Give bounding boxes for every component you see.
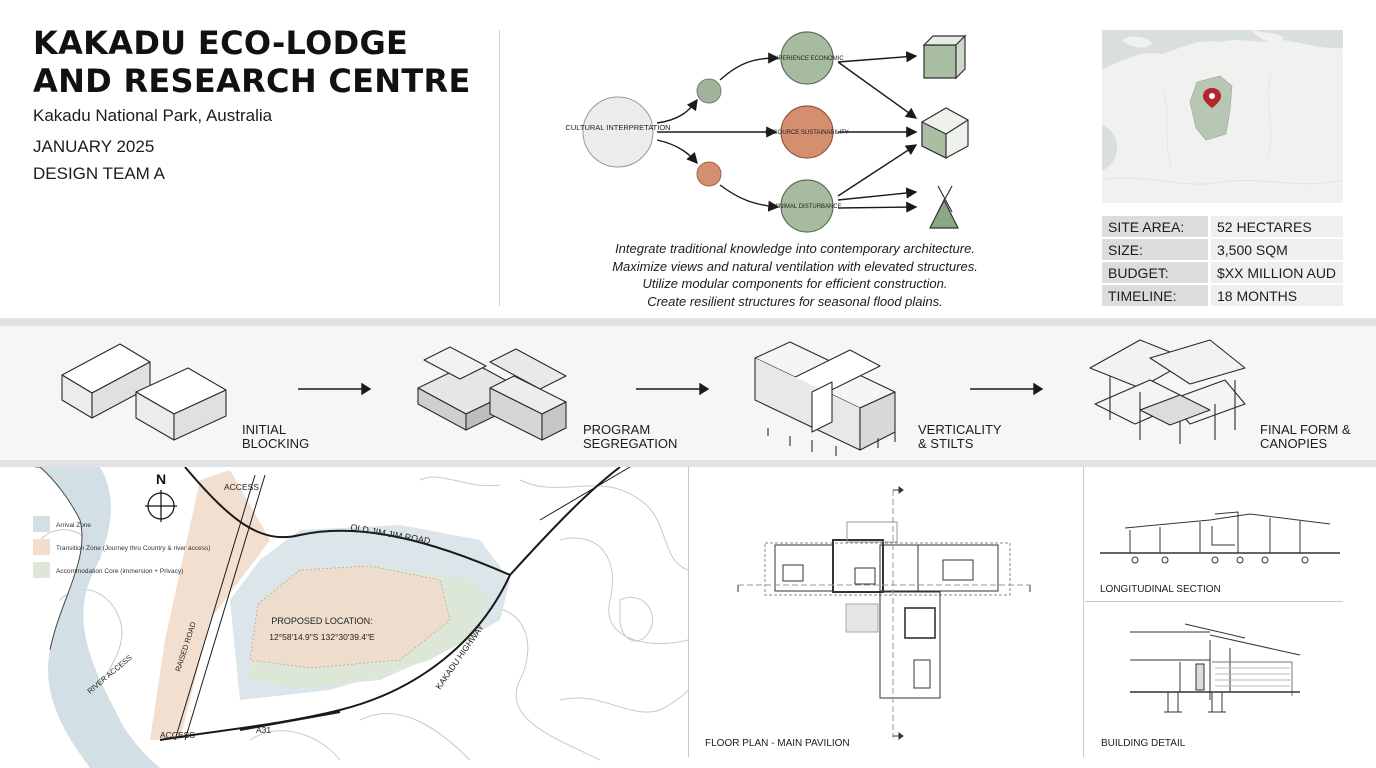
goal-2: Maximize views and natural ventilation w… bbox=[612, 258, 978, 274]
svg-text:CULTURAL INTERPRETATION: CULTURAL INTERPRETATION bbox=[565, 123, 670, 132]
table-row: SITE AREA: 52 HECTARES bbox=[1102, 216, 1343, 237]
size-value: 3,500 SQM bbox=[1208, 239, 1343, 260]
process-band-bottom bbox=[0, 460, 1376, 467]
goal-3: Utilize modular components for efficient… bbox=[642, 276, 948, 291]
location-pin-icon bbox=[1203, 88, 1221, 108]
detail-label: BUILDING DETAIL bbox=[1101, 738, 1186, 749]
design-goals: Integrate traditional knowledge into con… bbox=[560, 240, 1030, 310]
section-label: LONGITUDINAL SECTION bbox=[1100, 584, 1221, 595]
site-plan: Arrival Zone Transition Zone (Journey th… bbox=[33, 467, 688, 768]
section-drawing bbox=[1100, 511, 1340, 564]
concept-diagram: CULTURAL INTERPRETATION EXPERIENCE ECONO… bbox=[565, 31, 969, 233]
proposed-location-label: PROPOSED LOCATION: bbox=[271, 616, 372, 626]
legend-arrival: Arrival Zone bbox=[56, 522, 91, 529]
size-label: SIZE: bbox=[1102, 239, 1208, 260]
location-map bbox=[1102, 30, 1343, 203]
access-bottom-label: ACCESS bbox=[160, 730, 195, 740]
tent-icon bbox=[929, 185, 959, 229]
cube-icon bbox=[922, 34, 967, 80]
step-4-label: FINAL FORM & CANOPIES bbox=[1260, 422, 1351, 451]
step-1-massing bbox=[61, 343, 227, 441]
project-title: KAKADU ECO-LODGE AND RESEARCH CENTRE bbox=[33, 24, 471, 100]
a31-label: A31 bbox=[256, 725, 271, 735]
process-band-top bbox=[0, 318, 1376, 326]
table-row: SIZE: 3,500 SQM bbox=[1102, 239, 1343, 260]
legend-transition: Transition Zone (Journey thru Country & … bbox=[56, 545, 210, 552]
step-3-massing bbox=[754, 341, 896, 456]
legend-swatch-arrival bbox=[33, 516, 50, 532]
timeline-value: 18 MONTHS bbox=[1208, 285, 1343, 306]
node-resource-label: RESOURCE SUSTAINABILITY bbox=[765, 130, 849, 136]
step-1-label: INITIAL BLOCKING bbox=[242, 422, 310, 451]
legend-swatch-transition bbox=[33, 539, 50, 555]
project-team: DESIGN TEAM A bbox=[33, 164, 165, 183]
access-top-label: ACCESS bbox=[224, 482, 259, 492]
node-minimal-label: MINIMAL DISTURBANCE bbox=[772, 204, 841, 210]
north-label: N bbox=[156, 471, 166, 487]
table-row: BUDGET: $XX MILLION AUD bbox=[1102, 262, 1343, 283]
proposed-coords-label: 12°58'14.9"S 132°30'39.4"E bbox=[269, 632, 375, 642]
step-4-massing bbox=[1089, 339, 1246, 444]
floor-plan-label: FLOOR PLAN - MAIN PAVILION bbox=[705, 738, 850, 749]
pavilion-icon bbox=[921, 107, 969, 159]
section-divider bbox=[1083, 467, 1084, 757]
project-date: JANUARY 2025 bbox=[33, 137, 155, 156]
header-divider bbox=[499, 30, 500, 306]
detail-divider bbox=[1085, 601, 1343, 602]
budget-value: $XX MILLION AUD bbox=[1208, 262, 1343, 283]
budget-label: BUDGET: bbox=[1102, 262, 1208, 283]
detail-drawing bbox=[1130, 623, 1301, 713]
site-area-label: SITE AREA: bbox=[1102, 216, 1208, 237]
table-row: TIMELINE: 18 MONTHS bbox=[1102, 285, 1343, 306]
floor-plan-drawing bbox=[737, 486, 1031, 740]
legend-swatch-accommodation bbox=[33, 562, 50, 578]
step-2-label: PROGRAM SEGREGATION bbox=[583, 422, 678, 451]
site-info-table: SITE AREA: 52 HECTARES SIZE: 3,500 SQM B… bbox=[1102, 214, 1343, 308]
step-3-label: VERTICALITY & STILTS bbox=[918, 422, 1002, 451]
legend-accommodation: Accommodation Core (immersion + Privacy) bbox=[56, 568, 183, 575]
process-diagram bbox=[61, 339, 1246, 456]
north-arrow-icon bbox=[145, 490, 177, 522]
goal-1: Integrate traditional knowledge into con… bbox=[615, 241, 975, 256]
step-2-massing bbox=[417, 346, 567, 441]
goal-4: Create resilient structures for seasonal… bbox=[647, 293, 943, 309]
floorplan-divider bbox=[688, 467, 689, 757]
project-location: Kakadu National Park, Australia bbox=[33, 106, 273, 125]
timeline-label: TIMELINE: bbox=[1102, 285, 1208, 306]
node-experience-label: EXPERIENCE ECONOMIC bbox=[770, 56, 844, 62]
root-node-label: CULTURAL INTERPRETATION bbox=[565, 123, 670, 132]
site-area-value: 52 HECTARES bbox=[1208, 216, 1343, 237]
